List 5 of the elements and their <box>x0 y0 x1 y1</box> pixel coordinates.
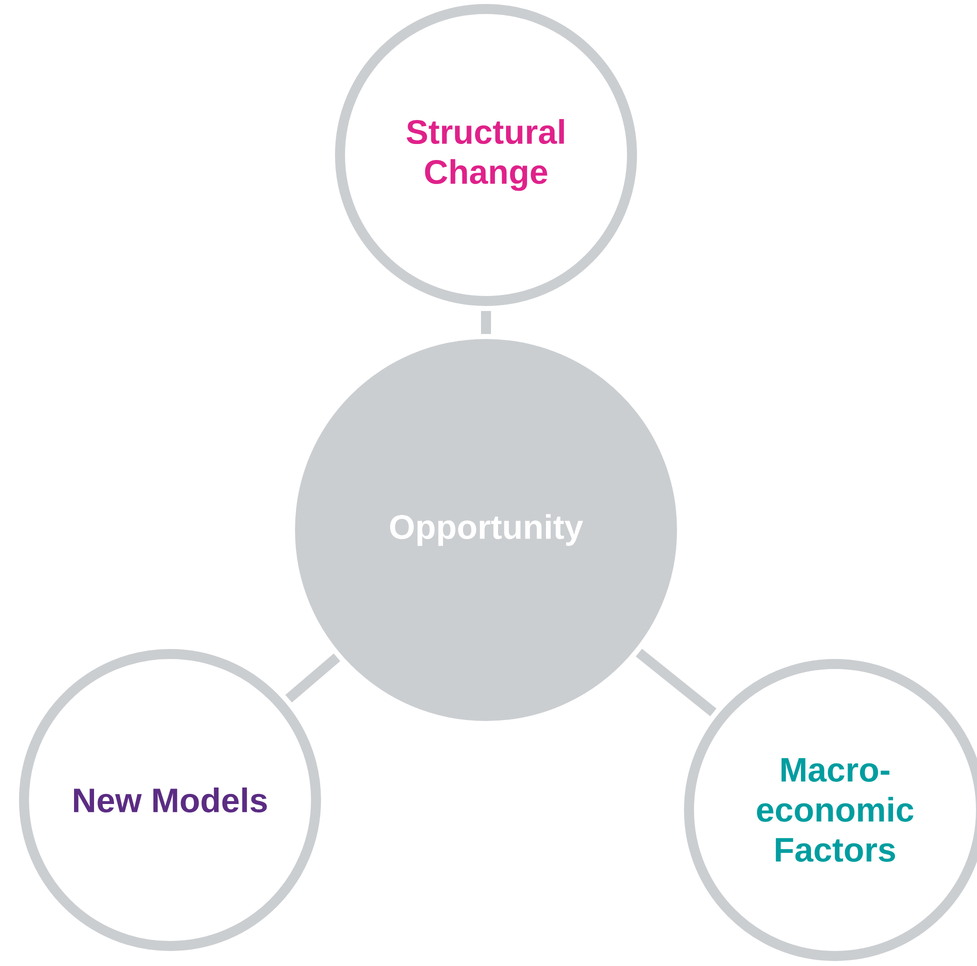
connector-line <box>636 648 716 716</box>
circle-node: New Models <box>19 648 321 951</box>
circle-node: Structural Change <box>335 4 637 306</box>
connector-line <box>481 310 491 334</box>
connector-line <box>285 654 340 702</box>
